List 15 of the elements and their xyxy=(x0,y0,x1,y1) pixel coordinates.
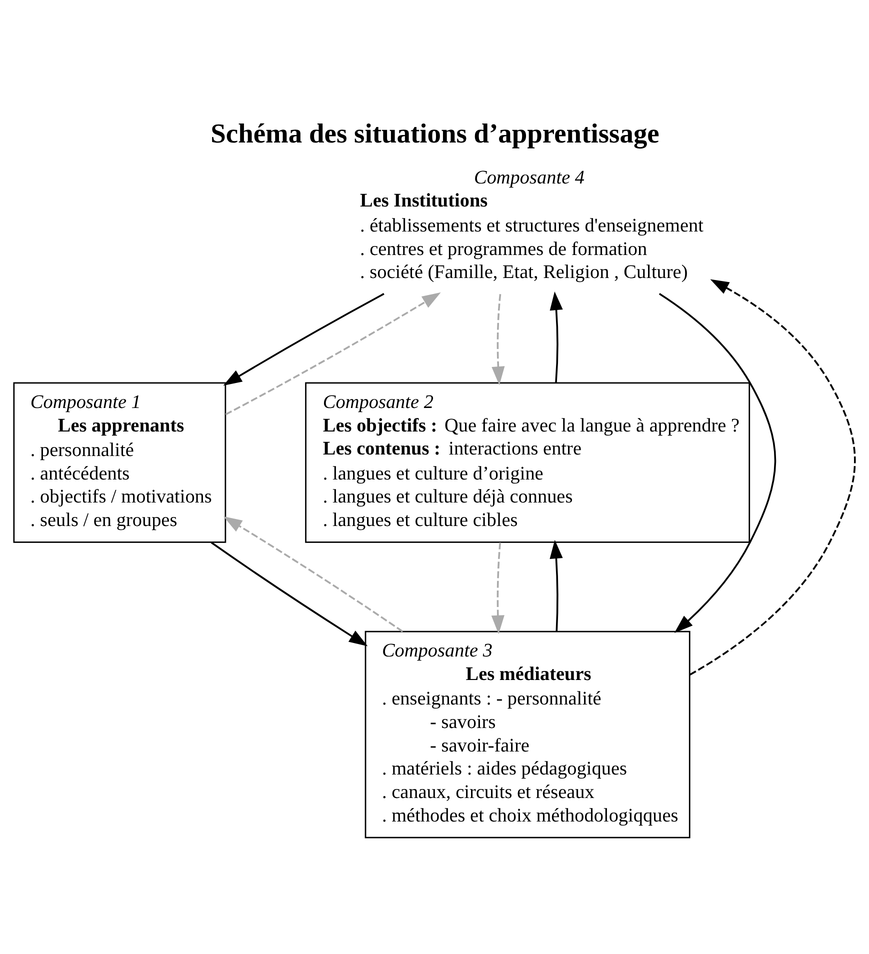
arrow xyxy=(690,279,856,676)
arrow xyxy=(223,516,404,632)
arrow xyxy=(225,292,441,416)
node-text: Composante 4 Les Institutions . établissements et structures d'enseignement . centres et programmes de formation . société (Famille, Etat, Religion , Culture) xyxy=(360,167,704,284)
node-box: Composante 2 Les objectifs : Que faire avec la langue à apprendre ? Les contenus : interactions entre . langues et culture d’origine . langues et culture déjà connues . langues et culture cibles xyxy=(305,382,750,543)
diagram-title: Schéma des situations d’apprentissage xyxy=(210,118,660,149)
arrow xyxy=(550,540,563,632)
arrow xyxy=(491,542,504,634)
arrow xyxy=(210,542,368,646)
arrow xyxy=(658,292,776,634)
arrow xyxy=(223,293,384,386)
arrow xyxy=(550,291,563,383)
arrow xyxy=(492,294,505,386)
node-box: Composante 3 Les médiateurs . enseignants : - personnalité - savoirs - savoir-faire . matériels : aides pédagogiques . canaux, circuits et réseaux . méthodes et choix méthodologiqques xyxy=(364,630,690,838)
node-box: Composante 1 Les apprenants . personnalité . antécédents . objectifs / motivations . seuls / en groupes xyxy=(13,382,226,543)
